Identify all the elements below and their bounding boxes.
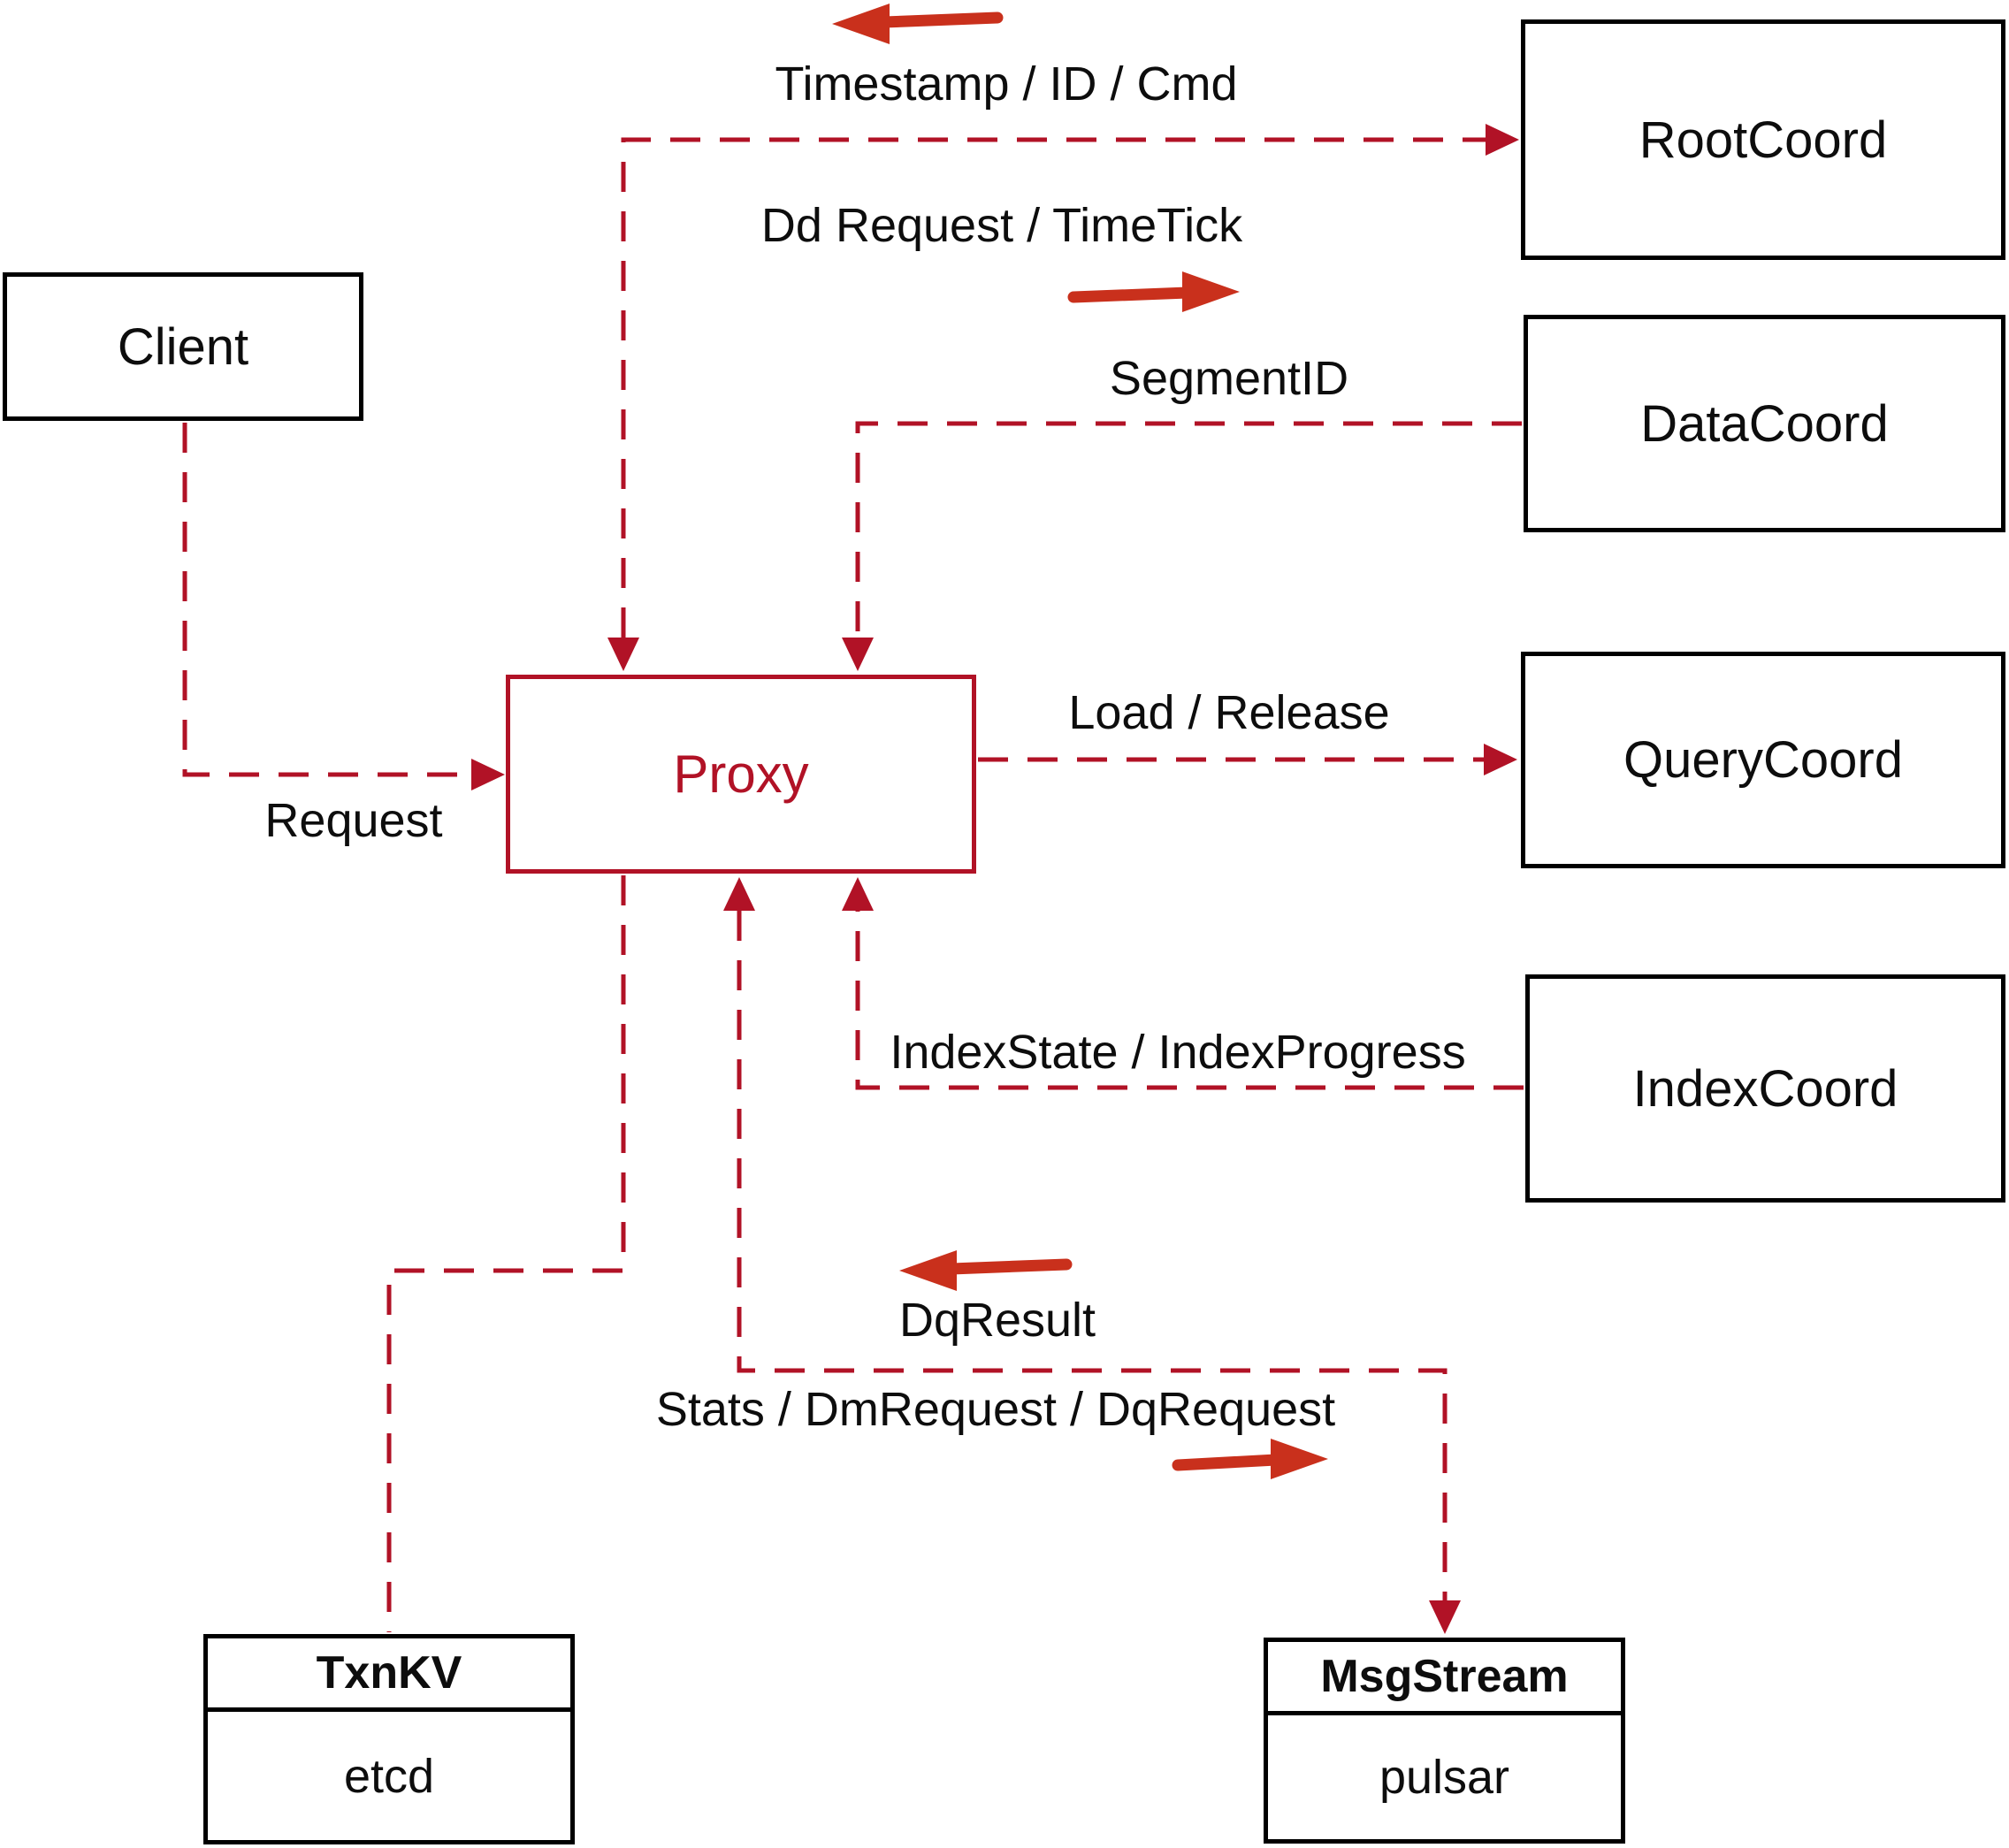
arrow-head	[832, 4, 890, 44]
dashed-line	[737, 911, 1448, 1600]
node-client-label: Client	[117, 317, 249, 376]
arrowhead-right-icon	[1486, 124, 1519, 156]
dashed-line	[182, 423, 471, 777]
node-querycoord-label: QueryCoord	[1623, 731, 1903, 789]
connector-proxy-txnkv	[386, 875, 626, 1632]
arrowhead-up-icon	[723, 877, 755, 911]
arrow-tail	[945, 1258, 1073, 1275]
arrow-tail	[1067, 286, 1194, 303]
dashed-line	[621, 137, 1487, 638]
node-msgstream: MsgStream pulsar	[1264, 1638, 1625, 1844]
arrowhead-right-icon	[1484, 744, 1517, 775]
arrowhead-down-icon	[1429, 1600, 1461, 1634]
edge-label-indexstate-indexprogress: IndexState / IndexProgress	[890, 1026, 1466, 1079]
direction-arrow-right-icon	[1172, 1439, 1328, 1479]
node-proxy: Proxy	[506, 675, 976, 874]
dashed-line	[855, 421, 1522, 638]
node-indexcoord: IndexCoord	[1525, 974, 2005, 1203]
direction-arrow-right-icon	[1067, 271, 1240, 312]
dashed-line	[386, 875, 626, 1632]
node-client: Client	[3, 272, 363, 421]
node-msgstream-title: MsgStream	[1268, 1642, 1621, 1715]
arrow-tail	[878, 11, 1004, 28]
node-rootcoord: RootCoord	[1521, 19, 2005, 260]
edge-label-load-release: Load / Release	[1068, 686, 1390, 739]
node-indexcoord-label: IndexCoord	[1632, 1059, 1898, 1118]
node-proxy-label: Proxy	[673, 745, 809, 804]
edge-label-segmentid: SegmentID	[1109, 352, 1349, 405]
connector-proxy-querycoord	[978, 744, 1517, 775]
connector-proxy-rootcoord	[607, 124, 1519, 671]
node-querycoord: QueryCoord	[1521, 652, 2005, 868]
arrow-head	[1182, 271, 1240, 312]
dashed-line	[855, 911, 1524, 1090]
connector-proxy-msgstream	[723, 877, 1461, 1634]
direction-arrow-left-icon	[832, 4, 1004, 44]
arrowhead-right-icon	[471, 759, 505, 790]
arrow-tail	[1172, 1454, 1282, 1471]
arrow-head	[899, 1250, 957, 1291]
connector-datacoord-proxy	[842, 421, 1522, 671]
edge-label-stats-dmrequest-dqrequest: Stats / DmRequest / DqRequest	[655, 1383, 1336, 1436]
direction-arrow-left-icon	[899, 1250, 1073, 1291]
arrowhead-down-icon	[842, 638, 874, 671]
arrow-head	[1271, 1439, 1328, 1479]
node-txnkv: TxnKV etcd	[203, 1634, 575, 1844]
connector-client-proxy	[182, 423, 505, 790]
edge-label-dd-request-timetick: Dd Request / TimeTick	[760, 199, 1243, 252]
node-txnkv-title: TxnKV	[208, 1638, 570, 1712]
node-msgstream-impl: pulsar	[1379, 1751, 1510, 1804]
node-txnkv-impl: etcd	[343, 1749, 435, 1803]
connector-indexcoord-proxy	[842, 877, 1524, 1090]
edge-label-timestamp-id-cmd: Timestamp / ID / Cmd	[775, 57, 1238, 111]
arrowhead-down-icon	[607, 638, 639, 671]
arrowhead-up-icon	[842, 877, 874, 911]
node-rootcoord-label: RootCoord	[1639, 111, 1888, 169]
edge-label-dqresult: DqResult	[898, 1294, 1096, 1347]
edge-label-request: Request	[264, 794, 443, 847]
node-datacoord: DataCoord	[1524, 315, 2005, 532]
node-datacoord-label: DataCoord	[1640, 394, 1889, 453]
